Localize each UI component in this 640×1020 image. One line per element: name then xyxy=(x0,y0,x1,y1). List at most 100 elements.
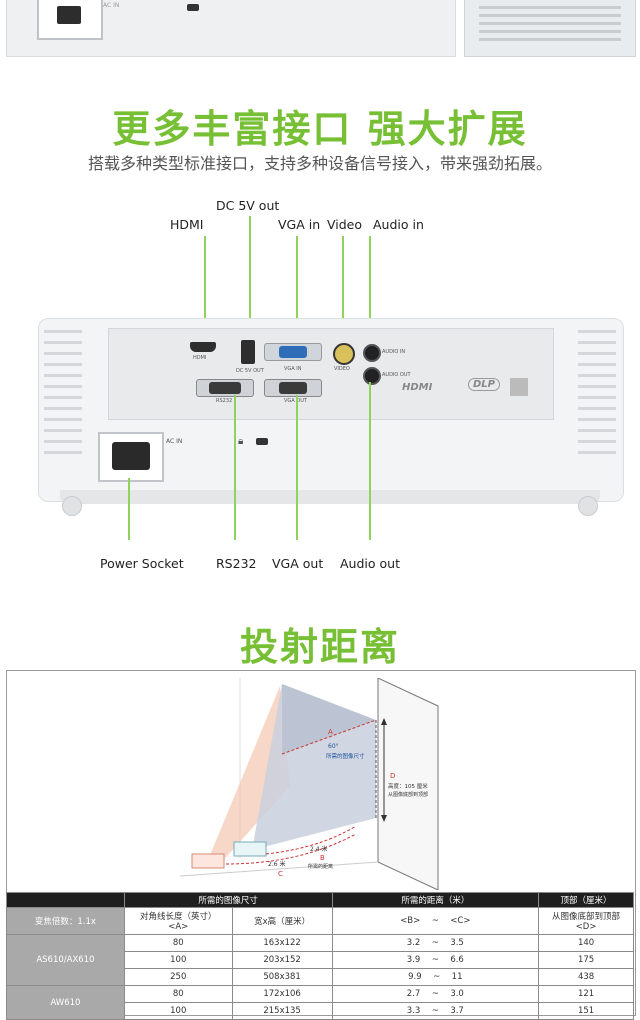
interfaces-subtitle: 搭载多种类型标准接口，支持多种设备信号接入，带来强劲拓展。 xyxy=(87,154,552,173)
cell-size: 203x152 xyxy=(231,951,333,969)
label-power-socket: Power Socket xyxy=(100,556,184,571)
hdmi-port xyxy=(190,342,216,352)
label-a: A xyxy=(328,728,333,736)
table-row: 100 203x152 3.9~6.6 175 xyxy=(7,951,634,969)
panel-label-audio-in: AUDIO IN xyxy=(382,349,406,355)
label-vga-out: VGA out xyxy=(272,556,324,571)
leader-line-power xyxy=(128,478,130,540)
cell-distance: 9.9~11 xyxy=(331,968,540,986)
cell-top: 121 xyxy=(538,985,634,1003)
projector-rear-photo-crop: AC IN xyxy=(6,0,456,57)
vga-out-port xyxy=(264,379,322,397)
cell-size: 172x106 xyxy=(231,985,333,1003)
label-audio-out: Audio out xyxy=(340,556,400,571)
lock-icon: 🔒︎ xyxy=(238,436,244,447)
vent-slat xyxy=(479,38,621,41)
usb-dc5v-port xyxy=(241,340,255,364)
cell-diagonal: 100 xyxy=(123,1002,233,1020)
table-header-cell: 顶部（厘米） xyxy=(538,892,634,908)
vent-slat xyxy=(479,6,621,9)
cell-distance: 3.2~3.5 xyxy=(331,934,540,952)
table-row: 250 508x381 9.9~11 438 xyxy=(7,968,634,986)
hdmi-logo: HDMI xyxy=(402,382,433,393)
label-d: D xyxy=(390,772,395,780)
projector-base xyxy=(60,490,600,504)
panel-label-audio-out: AUDIO OUT xyxy=(382,372,411,378)
cell-top: 151 xyxy=(538,1002,634,1020)
io-panel xyxy=(108,328,554,420)
sub-header-diagonal: 对角线长度（英寸）<A> xyxy=(123,907,233,935)
vent-slat xyxy=(479,30,621,33)
leader-line-rs232 xyxy=(234,395,236,540)
cell-size: 508x381 xyxy=(231,968,333,986)
cell-diagonal: 250 xyxy=(123,968,233,986)
panel-label-vga-in: VGA IN xyxy=(284,366,302,372)
label-angle: 60° xyxy=(328,743,339,750)
audio-out-jack xyxy=(363,367,381,385)
leader-line-vga-in xyxy=(296,236,298,342)
label-dist1: 2.4 米 xyxy=(310,845,327,853)
model-cell: AS610/AX610 xyxy=(6,934,125,986)
lock-slot-image xyxy=(187,4,199,11)
left-vents xyxy=(44,330,82,470)
cell-top: 438 xyxy=(538,968,634,986)
table-row: AS610/AX610 80 163x122 3.2~3.5 140 xyxy=(6,934,634,986)
label-required-image-size: 所需的图像尺寸 xyxy=(326,752,365,760)
cell-diagonal: 80 xyxy=(123,934,233,952)
leader-line-dc5v xyxy=(249,216,251,340)
cell-top: 175 xyxy=(538,951,634,969)
power-socket-image xyxy=(37,0,103,40)
audio-in-jack xyxy=(363,344,381,362)
label-hdmi: HDMI xyxy=(170,217,204,232)
projector-foot-right xyxy=(578,496,598,516)
leader-line-audio-out xyxy=(369,382,371,540)
panel-label-ac-in: AC IN xyxy=(166,438,183,445)
model-cell: AW610 xyxy=(6,985,125,1020)
sub-header-top: 从图像底部到顶部<D> xyxy=(538,907,634,935)
cell-size: 163x122 xyxy=(231,934,333,952)
leader-line-audio-in xyxy=(369,236,371,342)
throw-distance-title: 投射距离 xyxy=(239,625,400,669)
panel-label-dc5v: DC 5V OUT xyxy=(236,368,264,374)
sub-header-width-height: 宽x高（厘米） xyxy=(231,907,333,935)
label-required-distance: 所需的距离 xyxy=(308,863,333,870)
vent-slat xyxy=(479,22,621,25)
cell-diagonal: 100 xyxy=(123,951,233,969)
table-subheader-row: 变焦倍数：1.1x 对角线长度（英寸）<A> 宽x高（厘米） <B>~<C> 从… xyxy=(6,907,634,935)
video-rca-port xyxy=(333,343,355,365)
table-header-cell xyxy=(6,892,125,908)
rs232-port xyxy=(196,379,254,397)
certification-mark-icon xyxy=(510,378,528,396)
projector-foot-left xyxy=(62,496,82,516)
vent-slat xyxy=(479,14,621,17)
label-height: 高度：105 厘米 xyxy=(388,782,428,790)
power-socket-port xyxy=(98,432,164,482)
label-video: Video xyxy=(327,217,363,232)
panel-label-video: VIDEO xyxy=(334,366,350,372)
label-height-sub: 从图像底部到顶部 xyxy=(388,791,428,798)
leader-line-video xyxy=(342,236,344,342)
panel-label-hdmi: HDMI xyxy=(193,355,207,361)
cell-distance: 3.3~3.7 xyxy=(331,1002,540,1020)
cell-diagonal: 80 xyxy=(123,985,233,1003)
label-audio-in: Audio in xyxy=(373,217,424,232)
right-vents xyxy=(578,330,616,470)
leader-line-hdmi xyxy=(204,236,206,340)
throw-distance-table: 所需的图像尺寸 所需的距离（米） 顶部（厘米） 变焦倍数：1.1x 对角线长度（… xyxy=(6,892,634,1020)
table-header-cell: 所需的图像尺寸 xyxy=(123,892,333,908)
kensington-slot xyxy=(256,438,268,445)
cell-top: 140 xyxy=(538,934,634,952)
table-header-cell: 所需的距离（米） xyxy=(331,892,540,908)
dlp-logo: DLP xyxy=(468,378,501,391)
throw-distance-diagram: A 60° 所需的图像尺寸 D 高度：105 厘米 从图像底部到顶部 2.4 米… xyxy=(180,678,439,890)
label-vga-in: VGA in xyxy=(278,217,321,232)
label-c: C xyxy=(278,870,283,878)
table-header-row: 所需的图像尺寸 所需的距离（米） 顶部（厘米） xyxy=(6,892,634,908)
label-rs232: RS232 xyxy=(216,556,257,571)
table-row: AW610 80 172x106 2.7~3.0 121 xyxy=(6,985,634,1020)
panel-label-vga-out: VGA OUT xyxy=(284,398,307,404)
sub-header-distance: <B>~<C> xyxy=(331,907,540,935)
cell-size: 215x135 xyxy=(231,1002,333,1020)
ac-in-label: AC IN xyxy=(103,2,120,9)
leader-line-vga-out xyxy=(296,395,298,540)
